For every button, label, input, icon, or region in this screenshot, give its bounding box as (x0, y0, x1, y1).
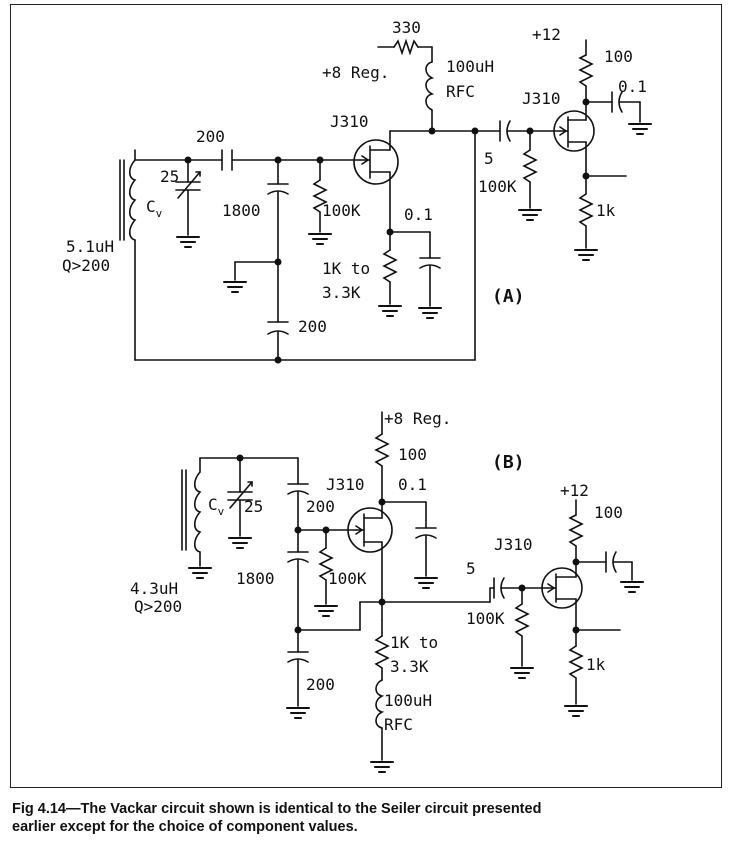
a-var-cap-value: 25 (160, 167, 179, 186)
b-cap-bottom: 200 (306, 675, 335, 694)
labels-b: +8 Reg. 100 (B) J310 0.1 Cv 25 200 1800 … (130, 409, 623, 734)
b-gate-resistor: 100K (328, 569, 367, 588)
b-cap-mid: 1800 (236, 569, 275, 588)
a-drain-res: 330 (392, 18, 421, 37)
b-drain-res: 100 (398, 445, 427, 464)
b-source-res-2: 3.3K (390, 657, 429, 676)
junctions-b (236, 454, 580, 634)
b-buffer-drain-res: 100 (594, 503, 623, 522)
a-source-res-1: 1K to (322, 259, 370, 278)
b-jfet-1: J310 (326, 475, 365, 494)
a-buffer-gate-res: 100K (478, 177, 517, 196)
b-buffer-source-res: 1k (586, 655, 606, 674)
b-tag: (B) (492, 452, 525, 473)
b-supply-1: +8 Reg. (384, 409, 451, 428)
a-var-cap-name: Cv (146, 197, 163, 220)
a-series-cap: 200 (196, 127, 225, 146)
a-gate-resistor: 100K (322, 201, 361, 220)
a-shunt-cap-bottom: 200 (298, 317, 327, 336)
b-inductor: 4.3uH (130, 579, 178, 598)
caption-line-1: Fig 4.14—The Vackar circuit shown is ide… (12, 801, 542, 817)
a-rfc-name: RFC (446, 82, 475, 101)
b-source-res-1: 1K to (390, 633, 438, 652)
b-bypass-cap: 0.1 (398, 475, 427, 494)
figure-caption: Fig 4.14—The Vackar circuit shown is ide… (12, 800, 732, 836)
a-jfet-2: J310 (522, 89, 561, 108)
b-coupling-cap: 5 (466, 559, 476, 578)
b-var-cap-value: 25 (244, 497, 263, 516)
a-bypass-cap: 0.1 (404, 205, 433, 224)
a-buffer-bypass: 0.1 (618, 77, 647, 96)
junctions-a (184, 98, 590, 364)
b-cap-top: 200 (306, 497, 335, 516)
caption-line-2: earlier except for the choice of compone… (12, 819, 358, 835)
b-supply-2: +12 (560, 481, 589, 500)
figure-frame (10, 4, 722, 788)
a-coupling-cap: 5 (484, 149, 494, 168)
a-jfet-1: J310 (330, 112, 369, 131)
b-q: Q>200 (134, 597, 182, 616)
a-supply-2: +12 (532, 25, 561, 44)
schematic-diagram: 330 +8 Reg. 100uH RFC J310 200 25 Cv 180… (62, 18, 652, 773)
a-shunt-cap-top: 1800 (222, 201, 261, 220)
b-rfc-name: RFC (384, 715, 413, 734)
a-tag: (A) (492, 286, 525, 307)
inductor-a (119, 149, 137, 241)
b-var-cap-name: Cv (208, 495, 225, 518)
labels-a: 330 +8 Reg. 100uH RFC J310 200 25 Cv 180… (62, 18, 647, 336)
circuit-a (119, 38, 652, 361)
a-buffer-source-res: 1k (596, 201, 616, 220)
a-q: Q>200 (62, 256, 110, 275)
a-source-res-2: 3.3K (322, 283, 361, 302)
a-supply-1: +8 Reg. (322, 63, 389, 82)
b-jfet-2: J310 (494, 535, 533, 554)
b-rfc-value: 100uH (384, 691, 432, 710)
a-inductor: 5.1uH (66, 237, 114, 256)
b-buffer-gate-res: 100K (466, 609, 505, 628)
a-buffer-drain-res: 100 (604, 47, 633, 66)
a-rfc-value: 100uH (446, 57, 494, 76)
